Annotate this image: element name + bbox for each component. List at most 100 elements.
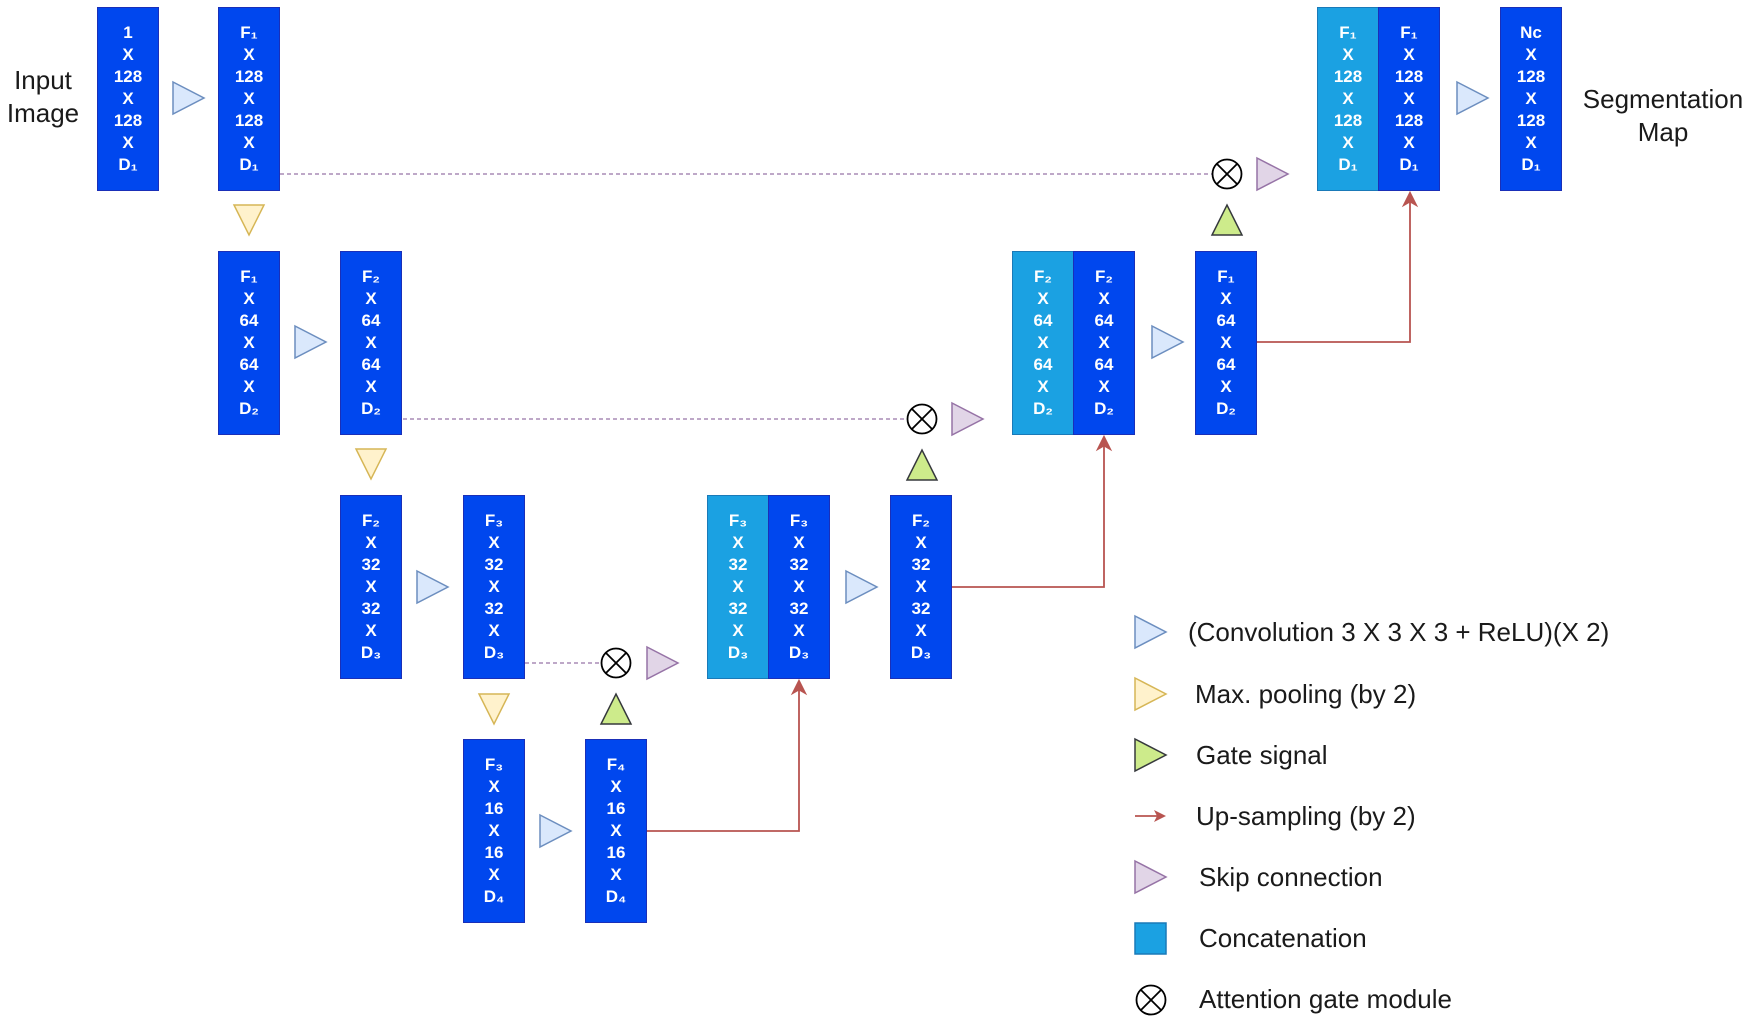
block-dimension-text: 32 [484, 599, 504, 618]
legend-up-sampling-arrowhead-icon [1154, 810, 1166, 822]
block-dimension-text: D₃ [360, 643, 382, 662]
block-dimension-text: D₂ [1216, 399, 1236, 418]
block-dimension-text: D₂ [1033, 399, 1053, 418]
skip-connection-triangle-icon [951, 401, 985, 437]
block-dimension-text: X [1220, 333, 1232, 352]
block-dimension-text: 128 [1516, 111, 1546, 130]
block-dimension-text: D₁ [1399, 155, 1419, 174]
block-dimension-text: F₃ [484, 511, 504, 530]
block-dimension-text: D₂ [361, 399, 381, 418]
block-dimension-text: D₁ [118, 155, 138, 174]
block-dimension-text: X [243, 289, 255, 308]
block-dimension-text: D₃ [788, 643, 810, 662]
block-dimension-text: X [122, 89, 134, 108]
block-dimension-text: X [915, 577, 927, 596]
block-dimension-text: 128 [1333, 67, 1363, 86]
block-dimension-text: 128 [1333, 111, 1363, 130]
block-dimension-text: X [1098, 377, 1110, 396]
block-dimension-text: X [793, 577, 805, 596]
block-dimension-text: X [365, 621, 377, 640]
block-dimension-text: X [1525, 89, 1537, 108]
gate-signal-triangle-icon [599, 692, 633, 725]
conv-triangle-icon [1151, 324, 1185, 360]
block-dimension-text: 64 [1033, 355, 1053, 374]
max-pooling-triangle-icon [232, 204, 266, 237]
block-dimension-text: 32 [789, 555, 809, 574]
block-dimension-text: X [1342, 45, 1354, 64]
block-dimension-text: 64 [1094, 355, 1114, 374]
block-dimension-text: X [488, 821, 500, 840]
block-dimension-text: X [1098, 333, 1110, 352]
block-dimension-text: 32 [911, 555, 931, 574]
legend-gate-signal-icon [1134, 737, 1168, 773]
legend-max-pooling-icon [1134, 676, 1168, 712]
block-dimension-text: X [243, 377, 255, 396]
block-dimension-text: F₂ [362, 511, 380, 530]
block-dimension-text: F₃ [728, 511, 748, 530]
legend-label-convolution: (Convolution 3 X 3 X 3 + ReLU)(X 2) [1188, 617, 1610, 647]
block-dimension-text: X [1342, 133, 1354, 152]
output-label-line2: Map [1637, 117, 1689, 147]
block-dimension-text: X [1342, 89, 1354, 108]
block-dimension-text: F₂ [1034, 267, 1052, 286]
up-sampling-arrow-level2 [1257, 202, 1411, 343]
block-dimension-text: 16 [606, 799, 626, 818]
block-dimension-text: X [488, 577, 500, 596]
block-dimension-text: X [243, 133, 255, 152]
conv-triangle-icon [539, 813, 573, 849]
block-dimension-text: 64 [361, 311, 381, 330]
legend-label-gate-signal: Gate signal [1196, 740, 1328, 770]
input-label-line2: Image [6, 98, 80, 128]
block-dimension-text: X [1403, 133, 1415, 152]
block-dimension-text: F₁ [1339, 23, 1357, 42]
block-dimension-text: X [1220, 289, 1232, 308]
block-dimension-text: X [122, 45, 134, 64]
block-dimension-text: 64 [239, 355, 259, 374]
block-dimension-text: X [488, 777, 500, 796]
block-dimension-text: X [732, 533, 744, 552]
block-dimension-text: X [488, 533, 500, 552]
block-dimension-text: X [488, 621, 500, 640]
block-dimension-text: D₂ [239, 399, 259, 418]
up-sampling-arrow-level4 [647, 690, 800, 832]
block-dimension-text: D₄ [483, 887, 505, 906]
block-dimension-text: D₃ [483, 643, 505, 662]
block-dimension-text: F₃ [789, 511, 809, 530]
block-dimension-text: 32 [361, 599, 381, 618]
block-dimension-text: X [365, 377, 377, 396]
block-dimension-text: D₁ [239, 155, 259, 174]
block-dimension-text: 64 [1094, 311, 1114, 330]
skip-connection-triangle-icon [646, 645, 680, 681]
input-image-label: Input Image [0, 64, 86, 130]
block-dimension-text: F₁ [1400, 23, 1418, 42]
block-dimension-text: 64 [1216, 355, 1236, 374]
block-dimension-text: F₃ [484, 755, 504, 774]
block-dimension-text: 32 [361, 555, 381, 574]
block-dimension-text: 128 [113, 67, 143, 86]
legend-concatenation-icon [1134, 922, 1167, 955]
input-label-line1: Input [14, 65, 72, 95]
block-dimension-text: 64 [361, 355, 381, 374]
block-dimension-text: 64 [1033, 311, 1053, 330]
conv-triangle-icon [294, 324, 328, 360]
block-dimension-text: X [1037, 289, 1049, 308]
block-dimension-text: 128 [1516, 67, 1546, 86]
max-pooling-triangle-icon [354, 448, 388, 481]
block-dimension-text: 16 [606, 843, 626, 862]
legend-label-skip-connection: Skip connection [1199, 862, 1383, 892]
block-dimension-text: D₄ [605, 887, 627, 906]
output-label-line1: Segmentation [1582, 84, 1744, 114]
attention-gate-icon [1211, 158, 1243, 190]
block-dimension-text: X [1403, 45, 1415, 64]
block-dimension-text: X [1098, 289, 1110, 308]
